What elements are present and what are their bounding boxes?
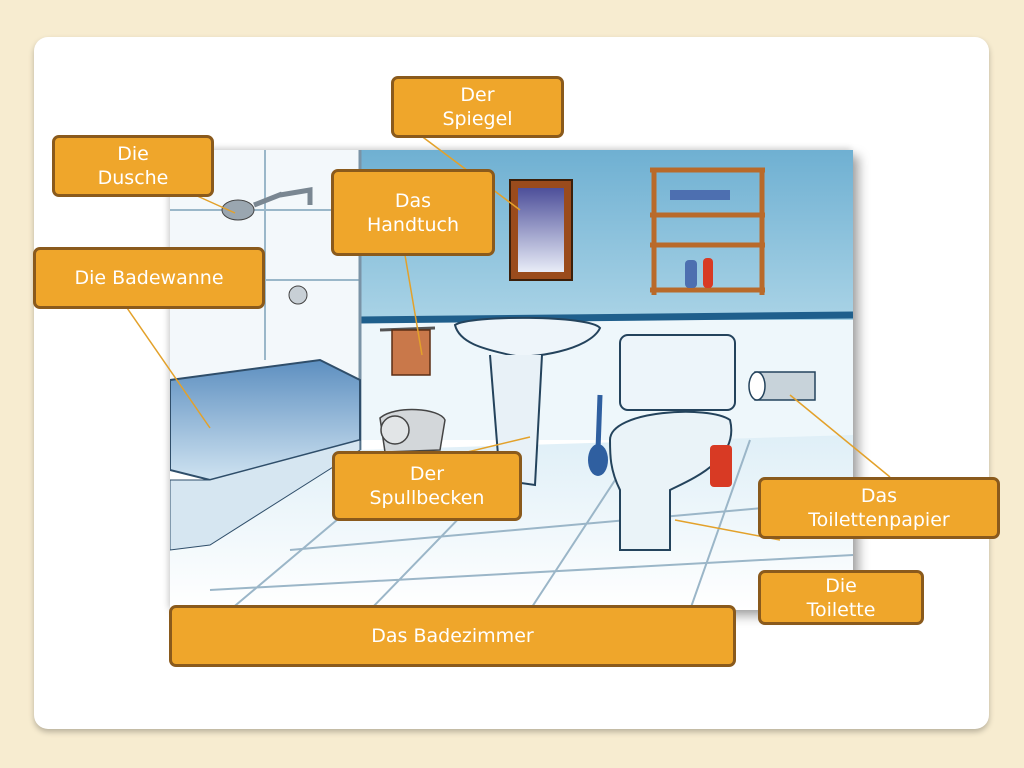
label-toilette: Die Toilette xyxy=(758,570,924,625)
label-toilettenpapier: Das Toilettenpapier xyxy=(758,477,1000,539)
label-badewanne: Die Badewanne xyxy=(33,247,265,309)
bathroom-scene-svg xyxy=(170,150,853,610)
label-badezimmer: Das Badezimmer xyxy=(169,605,736,667)
label-handtuch: Das Handtuch xyxy=(331,169,495,256)
label-spiegel: Der Spiegel xyxy=(391,76,564,138)
label-spullbecken: Der Spullbecken xyxy=(332,451,522,521)
bathroom-illustration xyxy=(170,150,853,610)
label-dusche: Die Dusche xyxy=(52,135,214,197)
